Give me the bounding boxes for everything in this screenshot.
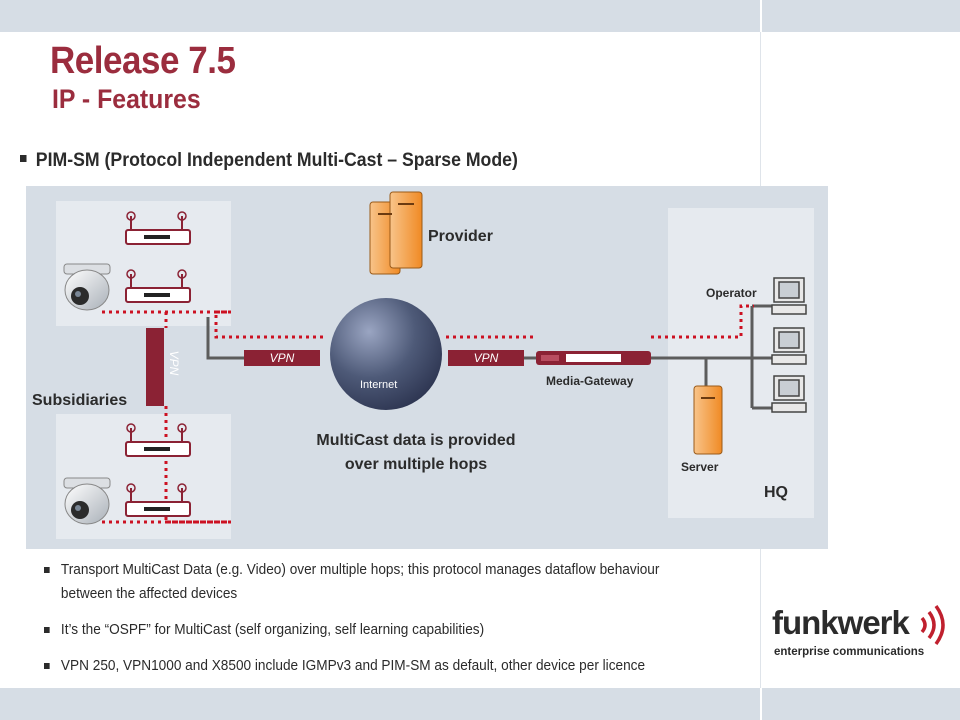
provider-label: Provider (428, 228, 493, 245)
bullet-item: It’s the “OSPF” for MultiCast (self orga… (44, 618, 711, 642)
vpn-left-label: VPN (269, 351, 295, 365)
main-bullet: PIM-SM (Protocol Independent Multi-Cast … (20, 150, 518, 172)
operator-pc-icons (771, 277, 807, 413)
bullet-square-icon (44, 663, 50, 669)
bullet-text: Transport MultiCast Data (e.g. Video) ov… (60, 562, 660, 602)
router-icons (125, 211, 191, 517)
bullet-square-icon (20, 155, 27, 163)
internet-globe-icon (330, 298, 442, 410)
vpn-vertical-label: VPN (167, 350, 181, 376)
vpn-link-left (244, 350, 320, 366)
bullet-item: VPN 250, VPN1000 and X8500 include IGMPv… (44, 654, 711, 678)
top-band-right (762, 0, 960, 32)
bullet-text: VPN 250, VPN1000 and X8500 include IGMPv… (60, 658, 646, 674)
vpn-right-label: VPN (473, 351, 499, 365)
media-gateway-icon (536, 351, 651, 365)
vpn-link-right (448, 350, 524, 366)
subsidiaries-label: Subsidiaries (32, 392, 128, 409)
camera-icons (63, 263, 111, 525)
slide-title: Release 7.5 (50, 40, 236, 82)
media-gateway-label: Media-Gateway (546, 374, 634, 388)
bullet-square-icon (44, 627, 50, 633)
internet-label: Internet (360, 379, 398, 391)
diagram-canvas (56, 191, 814, 539)
bullet-square-icon (44, 567, 50, 573)
multicast-caption: MultiCast data is provided over multiple… (276, 429, 556, 477)
provider-server-icon (369, 191, 423, 275)
bottom-band-right (762, 688, 960, 720)
top-band (0, 0, 760, 32)
multicast-line-2: over multiple hops (344, 456, 488, 473)
bullet-list: Transport MultiCast Data (e.g. Video) ov… (44, 558, 711, 690)
multicast-line-1: MultiCast data is provided (316, 432, 516, 449)
bottom-band (0, 688, 760, 720)
multicast-paths (102, 304, 754, 524)
bullet-item: Transport MultiCast Data (e.g. Video) ov… (44, 558, 711, 606)
hq-label: HQ (764, 484, 788, 501)
operator-label: Operator (706, 286, 757, 300)
main-bullet-text: PIM-SM (Protocol Independent Multi-Cast … (35, 150, 518, 171)
logo-tagline: enterprise communications (774, 646, 925, 658)
server-label: Server (681, 460, 719, 474)
logo-waves-icon (920, 604, 945, 646)
vpn-link-vertical (146, 328, 164, 406)
hq-server-icon (693, 385, 723, 455)
bullet-text: It’s the “OSPF” for MultiCast (self orga… (60, 622, 485, 638)
network-diagram: Subsidiaries Provider Operator Media-Gat… (26, 186, 828, 549)
lan-lines (206, 304, 772, 410)
logo-wordmark: funkwerk (772, 604, 910, 641)
funkwerk-logo: funkwerk enterprise communications (772, 604, 952, 664)
slide-subtitle: IP - Features (52, 84, 201, 114)
